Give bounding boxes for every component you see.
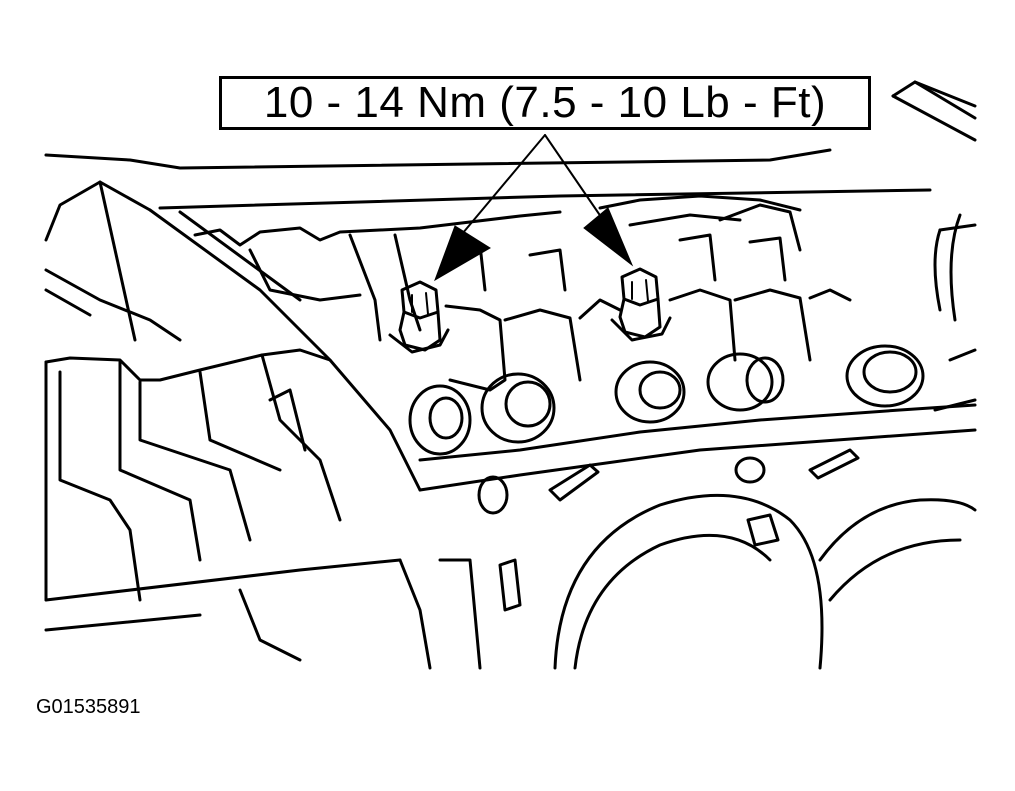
arrow-left-bolt (434, 225, 491, 282)
bolt-right (610, 267, 672, 342)
injector-bodies (444, 233, 852, 392)
torque-spec-text: 10 - 14 Nm (7.5 - 10 Lb - Ft) (263, 78, 827, 127)
right-bore-edge (933, 213, 977, 322)
torque-spec-callout: 10 - 14 Nm (7.5 - 10 Lb - Ft) (219, 76, 871, 130)
cylinder-head-outline (44, 148, 932, 492)
figure-id: G01535891 (36, 696, 141, 718)
callout-leader-lines (451, 134, 611, 247)
arrow-right-bolt (583, 207, 634, 267)
block-deck (418, 403, 977, 612)
bolt-left (388, 280, 450, 354)
cylinder-bores (398, 493, 977, 670)
valve-cover-edge (891, 80, 977, 142)
camshaft-cover (193, 194, 802, 342)
valve-lifters (408, 344, 977, 456)
timing-cover (44, 348, 402, 662)
